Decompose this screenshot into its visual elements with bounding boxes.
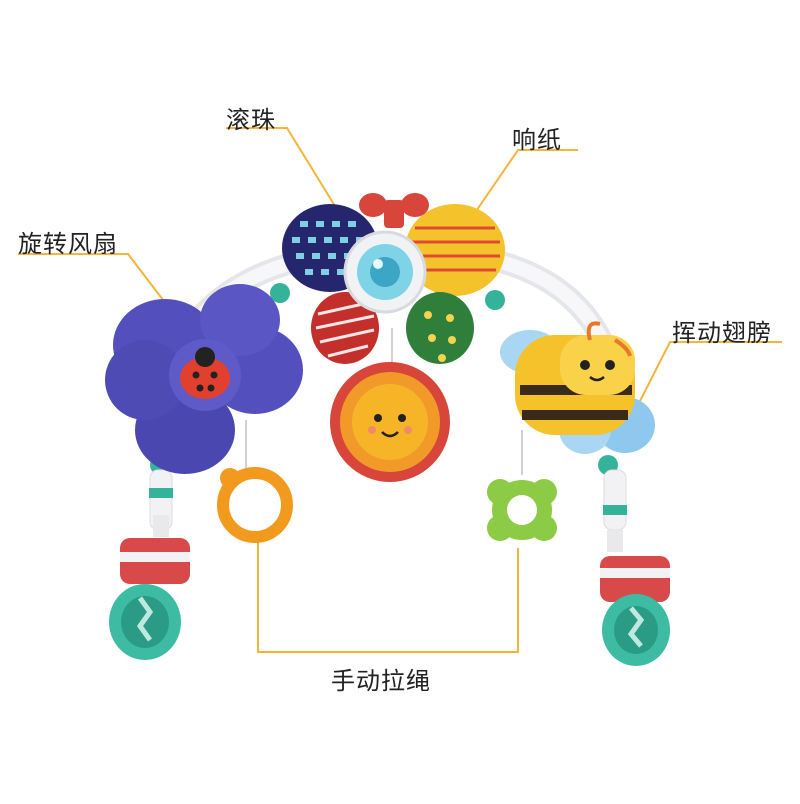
- leader-line-pull-string: [257, 535, 519, 653]
- ladybug-icon: [180, 347, 230, 399]
- spinning-fan: [105, 284, 303, 474]
- right-clip: [600, 469, 670, 666]
- crinkle-wing-stripes: [311, 292, 379, 364]
- label-crinkle-paper: 响纸: [512, 126, 562, 154]
- crinkle-wing-green-dots: [406, 292, 474, 364]
- bee-toy: [500, 321, 655, 454]
- label-flapping-wings: 挥动翅膀: [672, 319, 772, 347]
- label-spinning-fan: 旋转风扇: [18, 230, 118, 258]
- wind-up-key: [359, 193, 429, 228]
- label-rolling-ball: 滚珠: [226, 106, 276, 134]
- sun-crinkle: [330, 362, 450, 482]
- orange-pull-ring: [217, 467, 293, 543]
- leader-line-flapping-wings: [637, 341, 782, 406]
- crinkle-wing-yellow: [405, 204, 505, 296]
- left-clip: [109, 469, 190, 660]
- leader-line-crinkle-paper: [469, 149, 578, 221]
- green-flower-ring: [487, 479, 557, 541]
- rolling-ball: [343, 230, 427, 314]
- label-pull-string: 手动拉绳: [331, 667, 431, 695]
